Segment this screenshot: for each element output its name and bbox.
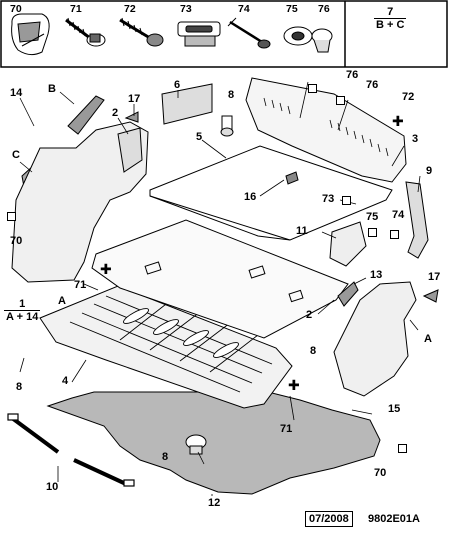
marker-square (390, 230, 399, 239)
bumper-8b-icon (185, 434, 207, 455)
strap-10-icon (7, 413, 135, 487)
right-side-trim (333, 281, 417, 397)
side-cover-13 (337, 281, 359, 307)
shelf-11 (329, 221, 367, 267)
callout-14: 14 (10, 87, 23, 99)
callout-C: C (12, 149, 20, 161)
callout-71-left: 71 (74, 279, 87, 291)
callout-8-right: 8 (310, 345, 317, 357)
marker-square (308, 84, 317, 93)
callout-9: 9 (426, 165, 433, 177)
callout-2-lower: 2 (306, 309, 313, 321)
callout-8-bottom: 8 (162, 451, 169, 463)
callout-4: 4 (62, 375, 69, 387)
callout-A-right: A (424, 333, 432, 345)
callout-2-upper: 2 (112, 107, 119, 119)
floor-tray-4 (39, 285, 293, 409)
callout-A-left: A (58, 295, 66, 307)
callout-76-b: 76 (366, 79, 379, 91)
marker-square (398, 444, 407, 453)
legend-label-76: 76 (318, 3, 330, 15)
left-side-trim (11, 121, 149, 283)
cap-76-icon (311, 28, 333, 53)
footer-date: 07/2008 (305, 511, 353, 527)
legend-frame (0, 0, 448, 68)
callout-13: 13 (370, 269, 383, 281)
callout-71-bottom: 71 (280, 423, 293, 435)
rear-panel-3 (245, 77, 407, 183)
pad-16 (285, 171, 299, 185)
marker-square (336, 96, 345, 105)
callout-16: 16 (244, 191, 257, 203)
clip-70-icon (11, 13, 50, 56)
legend-label-70: 70 (10, 3, 22, 15)
marker-square (7, 212, 16, 221)
callout-12: 12 (208, 497, 221, 509)
callout-5: 5 (196, 131, 203, 143)
callout-72: 72 (402, 91, 415, 103)
callout-3: 3 (412, 133, 419, 145)
retaining-clip-73-icon (177, 21, 221, 47)
marker-square (368, 228, 377, 237)
callout-8-left: 8 (16, 381, 23, 393)
pad-17b (422, 289, 439, 303)
legend-fraction-numerator: 7 (387, 6, 394, 18)
cross-marker: ✚ (100, 261, 112, 277)
callout-76-a: 76 (346, 69, 359, 81)
legend-label-73: 73 (180, 3, 192, 15)
fraction-denominator: A + 14 (4, 310, 41, 323)
callout-11: 11 (296, 225, 308, 237)
legend-fraction-denominator: B + C (374, 18, 407, 31)
floor-mat-15 (46, 391, 381, 495)
floor-tray-slats (69, 295, 273, 393)
fraction-numerator: 1 (19, 298, 26, 310)
boot-floor-5 (149, 145, 393, 241)
legend-fraction: 7 B + C (374, 6, 407, 31)
legend-label-71: 71 (70, 3, 82, 15)
panel-6 (161, 83, 213, 125)
footer-reference: 9802E01A (368, 513, 420, 525)
callout-15: 15 (388, 403, 401, 415)
fastener-75-icon (283, 26, 313, 46)
bumper-8-icon (220, 115, 234, 137)
callout-17-right: 17 (428, 271, 441, 283)
screw-72-icon (119, 17, 164, 47)
marker-square (342, 196, 351, 205)
callout-70-left: 70 (10, 235, 23, 247)
cross-marker: ✚ (288, 377, 300, 393)
callout-74: 74 (392, 209, 405, 221)
callout-10: 10 (46, 481, 59, 493)
callout-8-upper: 8 (228, 89, 235, 101)
callout-75: 75 (366, 211, 379, 223)
callout-73: 73 (322, 193, 335, 205)
pad-17a (124, 111, 139, 123)
callout-B: B (48, 83, 56, 95)
push-pin-74-icon (227, 17, 271, 49)
legend-label-75: 75 (286, 3, 298, 15)
legend-label-74: 74 (238, 3, 250, 15)
boot-floor-panel-2 (91, 219, 349, 339)
screw-71-icon (65, 17, 106, 47)
callout-17-upper: 17 (128, 93, 141, 105)
trim-B (67, 95, 105, 135)
fraction-1-over-A-14: 1 A + 14 (4, 298, 41, 323)
rear-panel-slots (263, 97, 389, 157)
callout-6: 6 (174, 79, 181, 91)
callout-70-right: 70 (374, 467, 387, 479)
legend-label-72: 72 (124, 3, 136, 15)
cross-marker: ✚ (392, 113, 404, 129)
strap-9 (405, 181, 429, 259)
